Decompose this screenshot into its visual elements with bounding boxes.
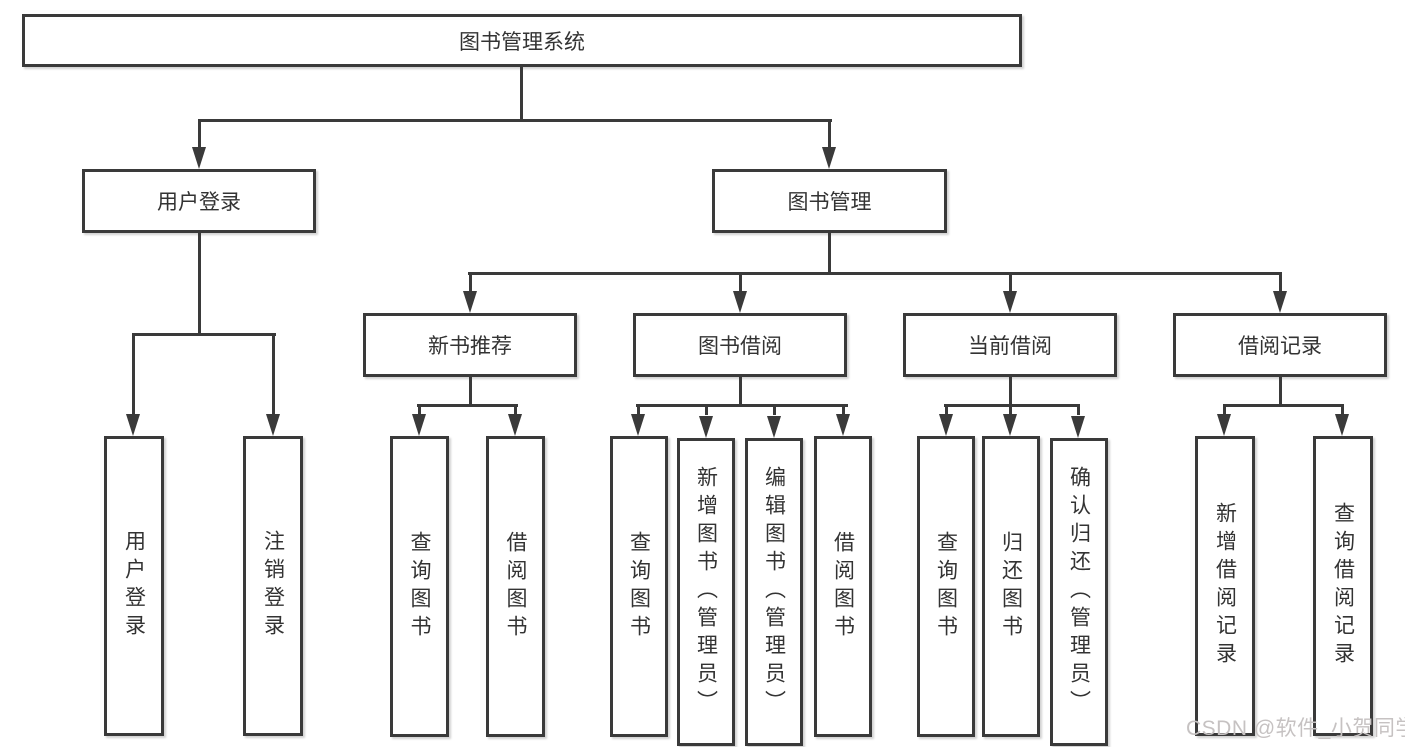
arrowhead xyxy=(631,414,645,436)
leaf-label: 编辑图书（管理员） xyxy=(762,466,786,718)
leaf-return-books: 归还图书 xyxy=(982,436,1040,737)
node-label: 当前借阅 xyxy=(968,335,1052,358)
leaf-query-books-recommend: 查询图书 xyxy=(390,436,449,737)
connector-line xyxy=(637,407,640,415)
connector-line xyxy=(828,119,831,149)
arrowhead xyxy=(1217,414,1231,436)
leaf-label: 用户登录 xyxy=(122,530,146,642)
leaf-query-books-borrowing: 查询图书 xyxy=(610,436,668,737)
leaf-query-borrow-record: 查询借阅记录 xyxy=(1313,436,1373,736)
leaf-label: 归还图书 xyxy=(999,530,1023,643)
leaf-user-login: 用户登录 xyxy=(104,436,164,736)
connector-line xyxy=(1279,275,1282,291)
arrowhead xyxy=(822,147,836,169)
leaf-label: 查询借阅记录 xyxy=(1331,502,1355,670)
arrowhead xyxy=(1003,414,1017,436)
connector-line xyxy=(132,336,135,416)
arrowhead xyxy=(463,291,477,313)
node-borrowing-records: 借阅记录 xyxy=(1173,313,1387,377)
arrowhead xyxy=(508,414,522,436)
node-label: 图书管理系统 xyxy=(459,30,585,54)
arrowhead xyxy=(1071,416,1085,438)
leaf-edit-books-admin: 编辑图书（管理员） xyxy=(745,438,803,746)
arrowhead xyxy=(192,147,206,169)
leaf-label: 借阅图书 xyxy=(504,530,528,643)
node-current-borrowing: 当前借阅 xyxy=(903,313,1117,377)
connector-line xyxy=(469,275,472,291)
leaf-label: 借阅图书 xyxy=(831,530,855,643)
node-library-management-system: 图书管理系统 xyxy=(22,14,1022,67)
leaf-label: 新增图书（管理员） xyxy=(694,466,718,718)
leaf-borrow-books-borrowing: 借阅图书 xyxy=(814,436,872,737)
connector-line xyxy=(514,407,517,415)
leaf-label: 确认归还（管理员） xyxy=(1067,466,1091,718)
connector-line xyxy=(417,404,518,407)
connector-line xyxy=(945,407,948,415)
connector-line xyxy=(418,407,421,415)
connector-line xyxy=(773,407,776,415)
node-label: 图书借阅 xyxy=(698,335,782,358)
node-book-borrowing: 图书借阅 xyxy=(633,313,847,377)
leaf-label: 注销登录 xyxy=(261,530,285,642)
node-label: 借阅记录 xyxy=(1238,335,1322,358)
connector-line xyxy=(842,407,845,415)
connector-line xyxy=(1009,275,1012,291)
leaf-label: 查询图书 xyxy=(934,530,958,643)
connector-line xyxy=(739,377,742,404)
arrowhead xyxy=(266,414,280,436)
connector-line xyxy=(1341,407,1344,415)
connector-line xyxy=(1009,407,1012,415)
connector-line xyxy=(198,233,201,335)
connector-line xyxy=(469,377,472,404)
connector-line xyxy=(705,407,708,415)
arrowhead xyxy=(412,414,426,436)
leaf-add-borrow-record: 新增借阅记录 xyxy=(1195,436,1255,736)
leaf-borrow-books-recommend: 借阅图书 xyxy=(486,436,545,737)
arrowhead xyxy=(1273,291,1287,313)
node-new-book-recommendation: 新书推荐 xyxy=(363,313,577,377)
connector-line xyxy=(636,404,848,407)
connector-line xyxy=(198,119,832,122)
leaf-confirm-return-admin: 确认归还（管理员） xyxy=(1050,438,1108,746)
connector-line xyxy=(1077,407,1080,415)
node-user-login: 用户登录 xyxy=(82,169,316,233)
arrowhead xyxy=(733,291,747,313)
connector-line xyxy=(944,404,1080,407)
csdn-watermark: CSDN @软件_小贺同学 xyxy=(1186,717,1405,740)
node-label: 用户登录 xyxy=(157,191,241,214)
arrowhead xyxy=(699,416,713,438)
arrowhead xyxy=(1003,291,1017,313)
node-book-management: 图书管理 xyxy=(712,169,947,233)
connector-line xyxy=(520,67,523,119)
leaf-query-books-current: 查询图书 xyxy=(917,436,975,737)
connector-line xyxy=(1223,404,1344,407)
arrowhead xyxy=(939,414,953,436)
connector-line xyxy=(132,333,276,336)
node-label: 图书管理 xyxy=(787,191,872,214)
connector-line xyxy=(198,119,201,149)
leaf-add-books-admin: 新增图书（管理员） xyxy=(677,438,735,746)
leaf-label: 查询图书 xyxy=(408,530,432,643)
connector-line xyxy=(272,336,275,416)
arrowhead xyxy=(126,414,140,436)
connector-line xyxy=(739,275,742,291)
connector-line xyxy=(1279,377,1282,404)
leaf-logout: 注销登录 xyxy=(243,436,303,736)
connector-line xyxy=(468,272,1282,275)
node-label: 新书推荐 xyxy=(428,335,512,358)
arrowhead xyxy=(1335,414,1349,436)
arrowhead xyxy=(836,414,850,436)
connector-line xyxy=(1009,377,1012,404)
arrowhead xyxy=(767,416,781,438)
leaf-label: 查询图书 xyxy=(627,530,651,643)
connector-line xyxy=(1223,407,1226,415)
leaf-label: 新增借阅记录 xyxy=(1213,502,1237,670)
connector-line xyxy=(828,233,831,272)
